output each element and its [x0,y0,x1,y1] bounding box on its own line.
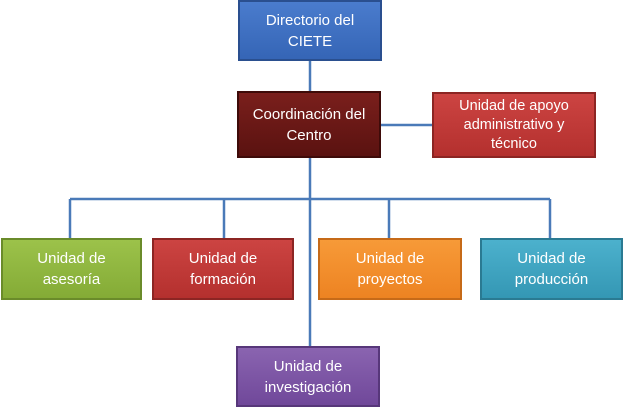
node-produccion-label: Unidad de producción [514,250,589,288]
node-investigacion-label: Unidad de investigación [264,357,352,396]
node-produccion: Unidad de producción [480,238,623,300]
node-asesoria: Unidad de asesoría [1,238,142,300]
node-proyectos-label: Unidad de proyectos [355,250,425,288]
node-apoyo-label: Unidad de apoyo administrativo y técnico [459,97,569,152]
node-directorio: Directorio del CIETE [238,0,382,61]
node-proyectos: Unidad de proyectos [318,238,462,300]
node-coordinacion-label: Coordinación del Centro [252,105,366,144]
node-formacion-label: Unidad de formación [188,250,258,288]
node-coordinacion: Coordinación del Centro [237,91,381,158]
node-formacion: Unidad de formación [152,238,294,300]
node-investigacion: Unidad de investigación [236,346,380,407]
node-directorio-label: Directorio del CIETE [265,11,355,50]
node-asesoria-label: Unidad de asesoría [37,250,106,288]
node-apoyo: Unidad de apoyo administrativo y técnico [432,92,596,158]
